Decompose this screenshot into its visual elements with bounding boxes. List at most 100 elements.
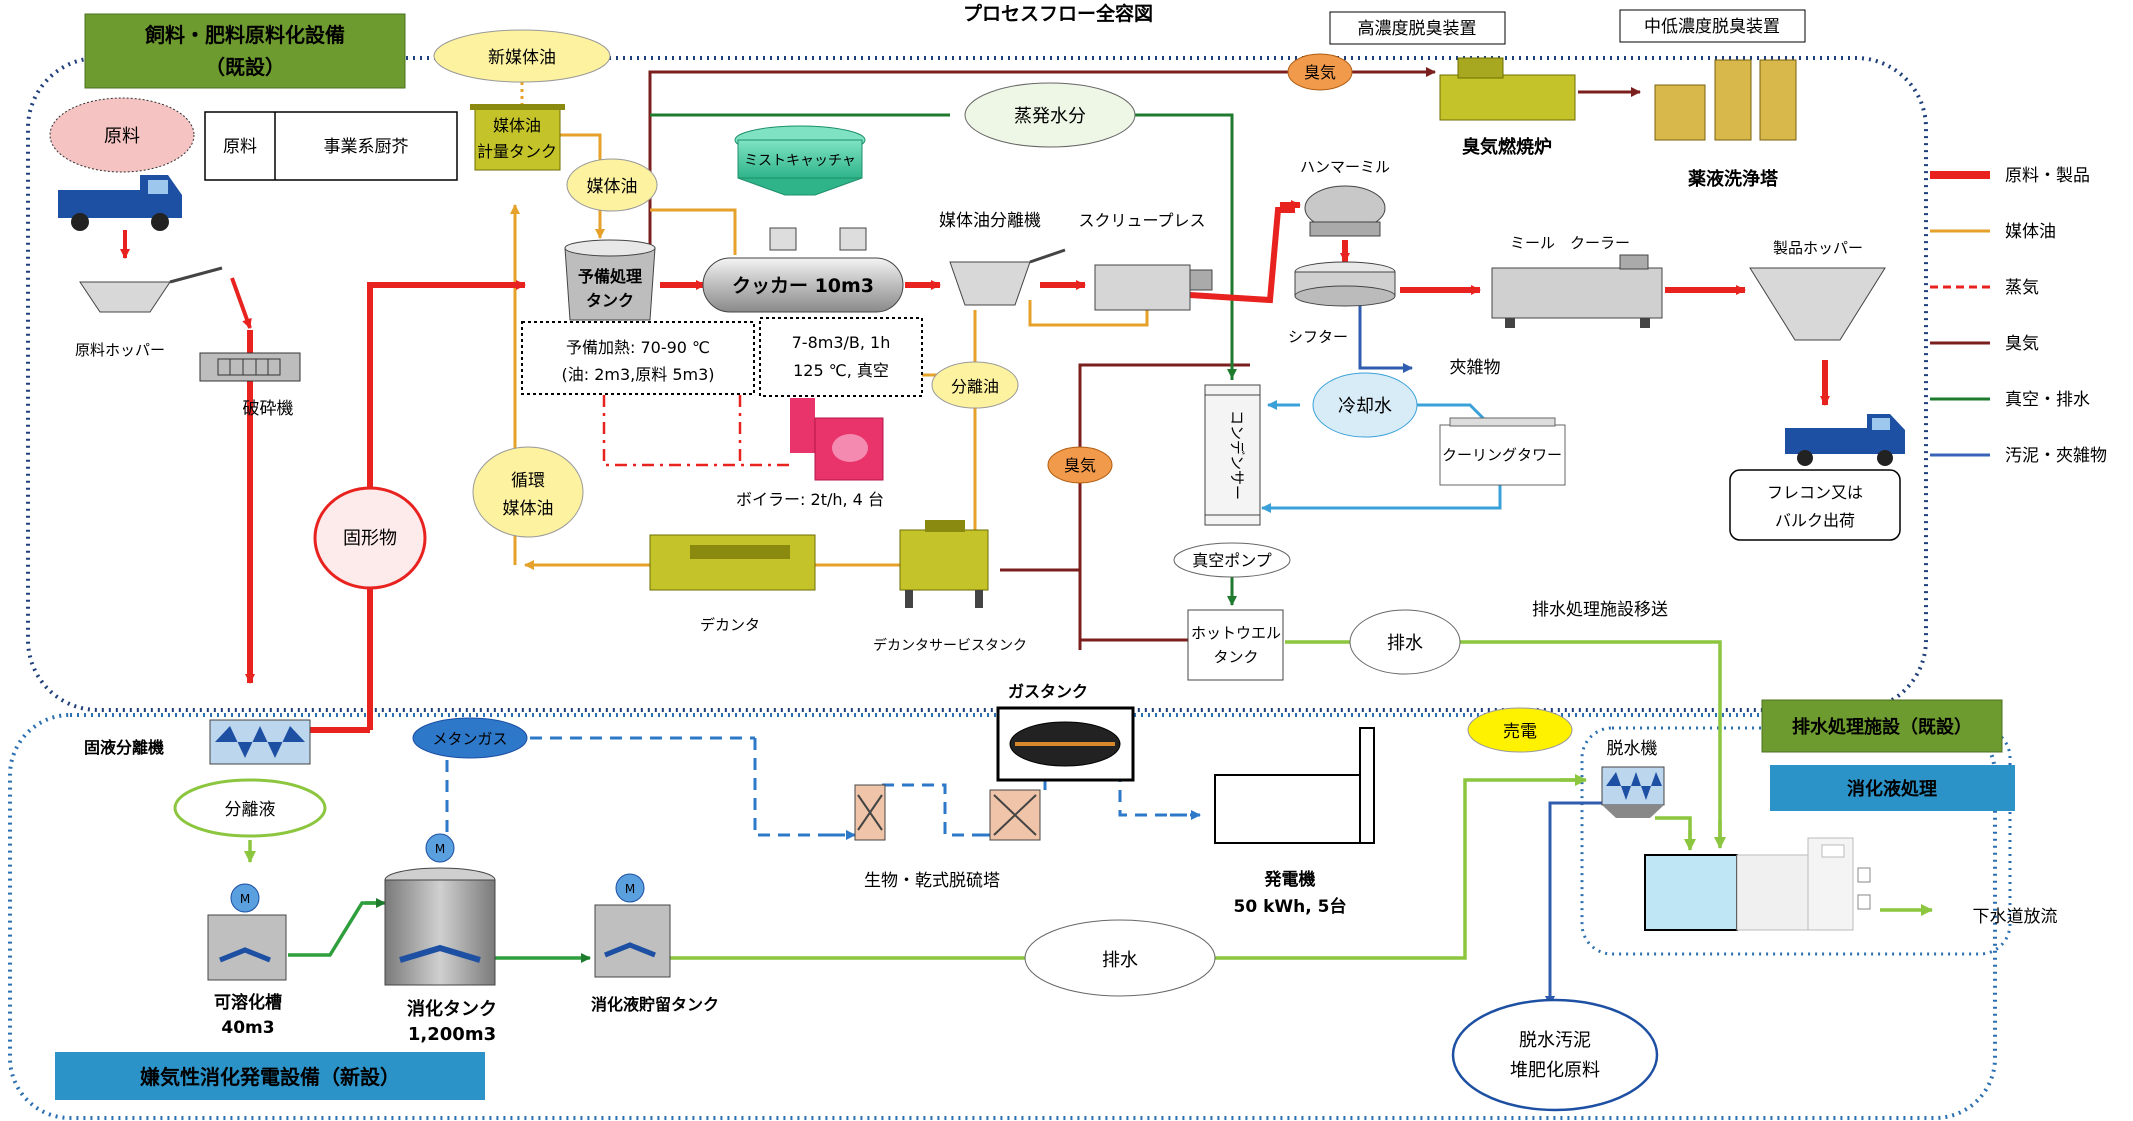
desulfurization-tower-2 [989,789,1041,841]
svg-text:ガスタンク: ガスタンク [1008,682,1088,701]
generator: 発電機 50 kWh, 5台 [1214,727,1375,917]
sell-power-bubble: 売電 [1467,707,1573,753]
product-truck-icon [1785,414,1905,466]
impurities-label: 夾雑物 [1450,358,1501,378]
svg-text:バルク出荷: バルク出荷 [1775,511,1855,530]
svg-text:蒸発水分: 蒸発水分 [1014,106,1086,127]
svg-text:臭気: 臭気 [1064,456,1096,475]
svg-text:シフター: シフター [1288,328,1348,346]
digestate-treatment-header: 消化液処理 [1770,765,2015,811]
mist-catcher: ミストキャッチャ [734,125,866,196]
svg-text:媒体油: 媒体油 [503,499,554,519]
legend-label: 原料・製品 [2005,166,2090,186]
preheat-note: 予備加熱: 70-90 ℃ (油: 2m3,原料 5m3) [521,321,755,395]
svg-text:M: M [435,842,445,856]
svg-text:コンデンサー: コンデンサー [1228,410,1246,500]
svg-text:売電: 売電 [1503,722,1537,742]
product-lines [245,200,1830,733]
svg-text:クッカー 10m3: クッカー 10m3 [732,275,874,297]
svg-text:破砕機: 破砕機 [243,399,294,419]
wastewater-facility-header: 排水処理施設（既設） [1761,699,2003,753]
svg-text:デカンタ: デカンタ [700,616,760,634]
svg-text:7-8m3/B, 1h: 7-8m3/B, 1h [792,333,891,352]
svg-text:中低濃度脱臭装置: 中低濃度脱臭装置 [1644,17,1780,37]
svg-text:分離液: 分離液 [225,800,276,820]
svg-text:消化液貯留タンク: 消化液貯留タンク [591,995,719,1014]
svg-text:嫌気性消化発電設備（新設）: 嫌気性消化発電設備（新設） [140,1065,400,1089]
svg-text:デカンタサービスタンク: デカンタサービスタンク [873,637,1027,654]
svg-text:排水: 排水 [1387,633,1423,654]
svg-text:冷却水: 冷却水 [1338,396,1392,417]
svg-text:高濃度脱臭装置: 高濃度脱臭装置 [1358,19,1477,39]
svg-text:ホットウエル: ホットウエル [1191,624,1281,642]
svg-text:循環: 循環 [511,471,545,491]
product-hopper: 製品ホッパー [1749,239,1886,341]
svg-text:40m3: 40m3 [221,1018,274,1038]
legend-label: 媒体油 [2005,222,2056,242]
svg-text:フレコン又は: フレコン又は [1767,483,1863,502]
pretreatment-tank: 予備処理 タンク [564,239,656,321]
digestion-facility-header: 嫌気性消化発電設備（新設） [55,1052,485,1100]
svg-text:予備加熱: 70-90 ℃: 予備加熱: 70-90 ℃ [566,338,710,357]
svg-text:媒体油分離機: 媒体油分離機 [939,211,1041,231]
truck-icon [58,175,182,231]
digestate-treatment-unit [1644,837,1871,931]
svg-text:消化タンク: 消化タンク [407,998,497,1020]
svg-text:タンク: タンク [586,291,634,310]
drain-bubble-lower: 排水 [1024,919,1216,997]
svg-text:事業系厨芥: 事業系厨芥 [324,137,409,157]
mill-cooler: ミール クーラー [1491,234,1663,328]
svg-text:新媒体油: 新媒体油 [488,48,556,68]
boiler: ボイラー: 2t/h, 4 台 [736,398,884,509]
gas-tank: ガスタンク [996,682,1135,782]
svg-text:（既設）: （既設） [205,55,285,79]
svg-text:M: M [625,882,635,896]
digestion-green-lines [288,898,591,963]
odor-bubble-upper: 臭気 [1287,53,1353,91]
separated-liquid-bubble: 分離液 [173,778,327,838]
drain-bubble-upper: 排水 [1349,609,1461,675]
svg-text:予備処理: 予備処理 [578,267,642,286]
raw-material-bubble: 原料 [49,97,195,173]
svg-text:臭気: 臭気 [1304,63,1336,82]
svg-text:原料: 原料 [223,137,257,157]
svg-text:M: M [240,892,250,906]
digestion-tank: M 消化タンク 1,200m3 [384,833,497,1045]
sludge-compost-bubble: 脱水汚泥 堆肥化原料 [1451,998,1659,1112]
svg-text:媒体油: 媒体油 [493,116,541,135]
crusher: 破砕機 [199,352,301,419]
separated-oil-bubble: 分離油 [931,361,1019,409]
svg-text:飼料・肥料原料化設備: 飼料・肥料原料化設備 [144,23,345,47]
feed-facility-frame [26,56,1928,712]
svg-text:計量タンク: 計量タンク [477,142,557,161]
svg-text:ミストキャッチャ: ミストキャッチャ [744,153,856,169]
sifter: シフター [1288,261,1396,346]
cooker: クッカー 10m3 [702,227,904,313]
svg-text:真空ポンプ: 真空ポンプ [1192,551,1272,570]
raw-hopper: 原料ホッパー [75,266,223,359]
cooker-note: 7-8m3/B, 1h 125 ℃, 真空 [759,317,923,397]
svg-text:排水処理施設（既設）: 排水処理施設（既設） [1792,716,1972,738]
methane-gas-bubble: メタンガス [412,717,528,759]
svg-text:(油: 2m3,原料 5m3): (油: 2m3,原料 5m3) [561,365,714,384]
legend-label: 臭気 [2005,334,2039,354]
svg-text:ミール クーラー: ミール クーラー [1510,234,1630,252]
chemical-scrubber: 薬液洗浄塔 [1654,59,1797,190]
svg-text:消化液処理: 消化液処理 [1847,778,1937,800]
mid-deodorizer-label: 中低濃度脱臭装置 [1619,9,1806,43]
svg-text:製品ホッパー: 製品ホッパー [1773,239,1863,257]
svg-text:50 kWh, 5台: 50 kWh, 5台 [1234,896,1347,917]
legend-label: 汚泥・夾雑物 [2005,446,2107,466]
svg-text:排水: 排水 [1102,950,1138,971]
svg-text:原料ホッパー: 原料ホッパー [75,341,165,359]
flecon-box: フレコン又は バルク出荷 [1729,469,1901,541]
hammer-mill: ハンマーミル [1300,158,1390,237]
transfer-label: 排水処理施設移送 [1532,600,1668,620]
new-oil-bubble: 新媒体油 [433,29,611,83]
screw-press: スクリュープレス [1078,211,1213,311]
steam-lines [602,395,795,467]
raw-material-table: 原料 事業系厨芥 [204,111,458,181]
svg-text:可溶化槽: 可溶化槽 [214,992,282,1013]
